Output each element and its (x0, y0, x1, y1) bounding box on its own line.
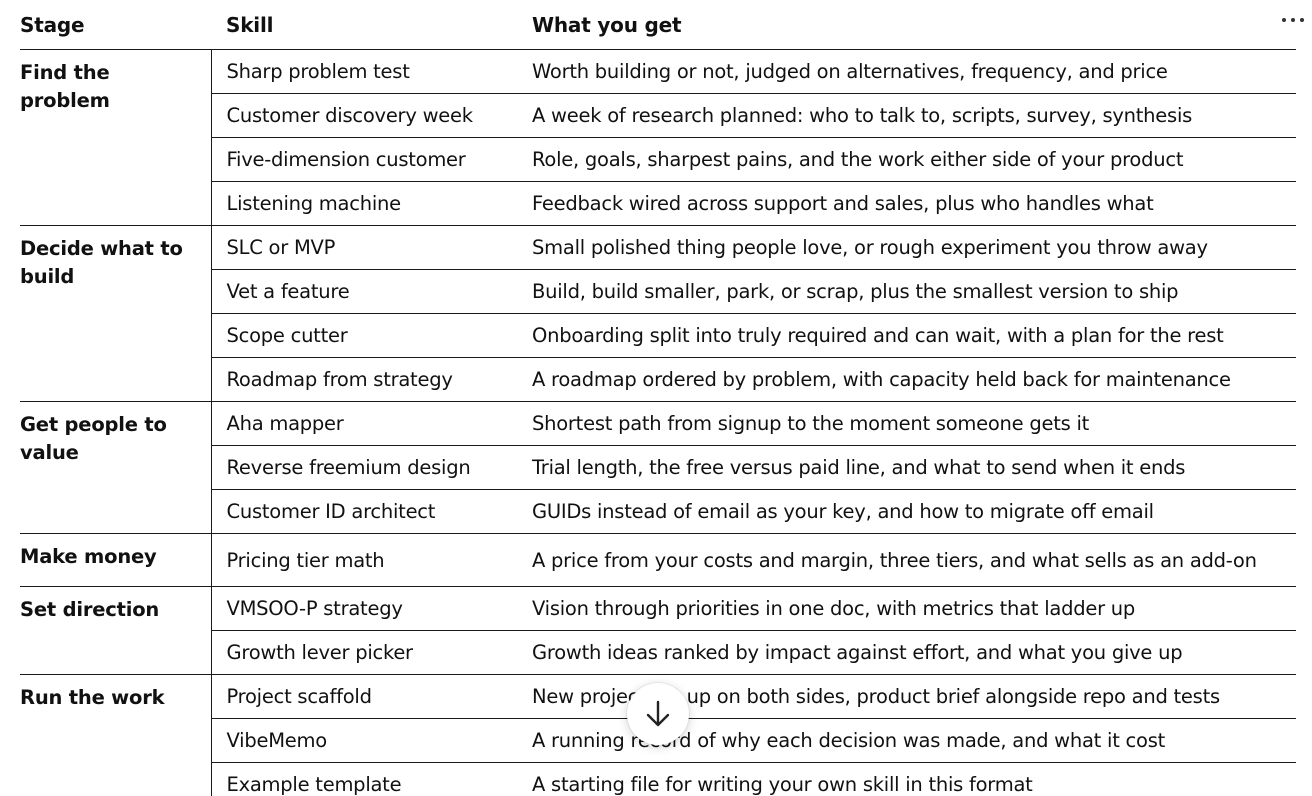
skill-cell: Five-dimension customer (211, 137, 517, 182)
table-row: VibeMemo A running record of why each de… (20, 718, 1296, 763)
skill-cell: Listening machine (211, 181, 517, 226)
skills-table: Stage Skill What you get Find the proble… (20, 0, 1296, 796)
table-row: Listening machine Feedback wired across … (20, 181, 1296, 226)
skill-cell: Project scaffold (211, 674, 517, 719)
what-cell: A week of research planned: who to talk … (517, 93, 1296, 138)
what-cell: A price from your costs and margin, thre… (517, 533, 1296, 587)
what-cell: Role, goals, sharpest pains, and the wor… (517, 137, 1296, 182)
what-cell: Trial length, the free versus paid line,… (517, 445, 1296, 490)
skill-cell: Growth lever picker (211, 630, 517, 675)
skill-cell: Scope cutter (211, 313, 517, 358)
skill-cell: Sharp problem test (211, 49, 517, 94)
table-row: Growth lever picker Growth ideas ranked … (20, 630, 1296, 675)
skill-cell: Vet a feature (211, 269, 517, 314)
table-row: Reverse freemium design Trial length, th… (20, 445, 1296, 490)
table-row: Get people to value Aha mapper Shortest … (20, 401, 1296, 534)
skills-table-container: Stage Skill What you get Find the proble… (20, 0, 1296, 796)
skill-cell: Customer discovery week (211, 93, 517, 138)
table-row: Customer discovery week A week of resear… (20, 93, 1296, 138)
table-row: Decide what to build SLC or MVP Small po… (20, 225, 1296, 402)
skill-cell: Roadmap from strategy (211, 357, 517, 402)
skill-cell: Customer ID architect (211, 489, 517, 534)
skill-cell: VibeMemo (211, 718, 517, 763)
table-row: Vet a feature Build, build smaller, park… (20, 269, 1296, 314)
what-cell: Onboarding split into truly required and… (517, 313, 1296, 358)
header-what-you-get: What you get (517, 0, 1296, 50)
stage-cell: Make money (20, 533, 212, 587)
more-horizontal-icon (1282, 18, 1304, 22)
stage-cell: Get people to value (20, 401, 212, 534)
table-header-row: Stage Skill What you get (20, 0, 1296, 50)
table-row: Example template A starting file for wri… (20, 763, 1296, 796)
scroll-to-bottom-button[interactable] (627, 683, 689, 745)
what-cell: A starting file for writing your own ski… (532, 773, 1033, 796)
table-row: Scope cutter Onboarding split into truly… (20, 313, 1296, 358)
table-row: Make money Pricing tier math A price fro… (20, 533, 1296, 587)
header-skill: Skill (211, 0, 517, 50)
skill-cell: Pricing tier math (211, 533, 517, 587)
what-cell: Small polished thing people love, or rou… (517, 225, 1296, 270)
what-cell: Build, build smaller, park, or scrap, pl… (517, 269, 1296, 314)
skill-cell: Aha mapper (211, 401, 517, 446)
stage-cell: Set direction (20, 586, 212, 675)
what-cell: Vision through priorities in one doc, wi… (517, 586, 1296, 631)
table-row: Roadmap from strategy A roadmap ordered … (20, 357, 1296, 402)
table-row: Set direction VMSOO-P strategy Vision th… (20, 586, 1296, 675)
table-row: Five-dimension customer Role, goals, sha… (20, 137, 1296, 182)
stage-cell: Run the work (20, 674, 212, 796)
skill-cell: Example template (226, 773, 402, 796)
what-cell: Growth ideas ranked by impact against ef… (517, 630, 1296, 675)
skill-cell: Reverse freemium design (211, 445, 517, 490)
what-cell: Feedback wired across support and sales,… (517, 181, 1296, 226)
skill-cell: VMSOO-P strategy (211, 586, 517, 631)
more-options-button[interactable] (1276, 6, 1310, 34)
stage-cell: Decide what to build (20, 225, 212, 402)
what-cell: Worth building or not, judged on alterna… (517, 49, 1296, 94)
what-cell: Shortest path from signup to the moment … (517, 401, 1296, 446)
table-row: Find the problem Sharp problem test Wort… (20, 49, 1296, 226)
what-cell: A roadmap ordered by problem, with capac… (517, 357, 1296, 402)
header-stage: Stage (20, 0, 211, 50)
arrow-down-icon (646, 700, 670, 727)
table-row: Customer ID architect GUIDs instead of e… (20, 489, 1296, 534)
skill-cell: SLC or MVP (211, 225, 517, 270)
stage-cell: Find the problem (20, 49, 212, 226)
what-cell: GUIDs instead of email as your key, and … (517, 489, 1296, 534)
